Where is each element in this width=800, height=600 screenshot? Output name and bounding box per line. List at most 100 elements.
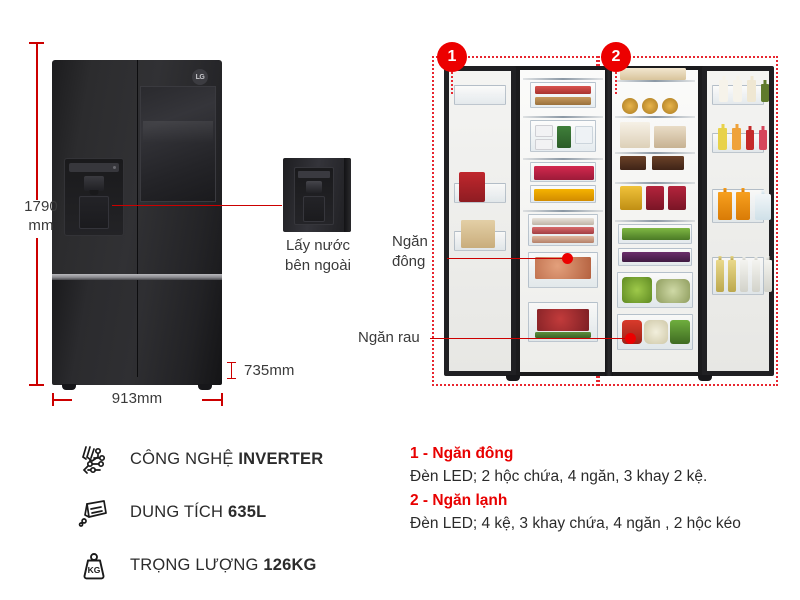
instaview-glass-panel bbox=[140, 86, 216, 202]
jar-jam-2 bbox=[668, 186, 686, 210]
vegetable-callout-dot bbox=[625, 333, 636, 344]
freezer-bin-berries bbox=[530, 162, 596, 182]
dispenser-nozzle bbox=[84, 176, 104, 191]
height-dimension-line-lower bbox=[36, 238, 38, 385]
freezer-bin-mango bbox=[530, 185, 596, 203]
spec-value-weight: 126KG bbox=[263, 556, 317, 574]
legend-body-1: Đèn LED; 2 hộc chứa, 4 ngăn, 3 khay 2 kệ… bbox=[410, 468, 708, 486]
dispenser-detail-tray bbox=[303, 196, 325, 222]
spec-row-inverter: CÔNG NGHỆ INVERTER bbox=[72, 437, 402, 482]
svg-text:KG: KG bbox=[88, 565, 101, 575]
freezer-bin-2 bbox=[530, 120, 596, 152]
wine-bottle-2 bbox=[728, 260, 736, 292]
fridge-shelf-1 bbox=[615, 80, 695, 82]
legend-heading-1: 1 - Ngăn đông bbox=[410, 445, 514, 462]
depth-dimension-marker bbox=[231, 362, 233, 379]
fridge-door-open bbox=[702, 66, 774, 376]
lower-door-seam bbox=[137, 280, 138, 377]
fridge-shelf-3 bbox=[615, 152, 695, 154]
steak bbox=[537, 309, 589, 331]
height-tick-bottom bbox=[29, 384, 44, 386]
fridge-door-bin-3 bbox=[712, 189, 771, 223]
center-divider-wall bbox=[605, 66, 613, 376]
meat-pack bbox=[535, 86, 591, 94]
freezer-drawer-2 bbox=[528, 302, 598, 342]
depth-cap-bottom bbox=[227, 378, 236, 380]
freezer-callout-label: Ngăn đông bbox=[392, 233, 428, 270]
spec-row-weight: KG TRỌNG LƯỢNG 126KG bbox=[72, 543, 402, 588]
vegetable-callout-label: Ngăn rau bbox=[358, 329, 420, 346]
frozen-box bbox=[575, 126, 593, 144]
capacity-box-icon bbox=[72, 493, 116, 533]
height-tick-top bbox=[29, 42, 44, 44]
freezer-door-bin-2 bbox=[454, 172, 506, 203]
meat-tray-1 bbox=[532, 218, 594, 225]
badge-1: 1 bbox=[437, 42, 467, 72]
open-refrigerator-image bbox=[444, 66, 774, 381]
apples bbox=[622, 277, 652, 303]
closed-refrigerator-image: LG bbox=[52, 60, 222, 390]
meat-tray-3 bbox=[532, 236, 594, 243]
raspberries bbox=[534, 166, 594, 180]
orange-juice-2 bbox=[736, 192, 750, 220]
spec-label-weight: TRỌNG LƯỢNG bbox=[130, 556, 264, 574]
weight-kg-icon: KG bbox=[72, 546, 116, 586]
pastry-2 bbox=[642, 98, 658, 114]
juice-bottle-1 bbox=[718, 128, 727, 150]
cauliflower bbox=[644, 320, 668, 344]
fridge-shelf-2 bbox=[615, 116, 695, 118]
spec-label-inverter: CÔNG NGHỆ bbox=[130, 450, 239, 468]
spec-text-weight: TRỌNG LƯỢNG 126KG bbox=[130, 556, 317, 575]
depth-dimension-label: 735mm bbox=[244, 362, 295, 379]
jar-jam-1 bbox=[646, 186, 664, 210]
width-tick-left bbox=[52, 393, 54, 406]
frozen-pack bbox=[461, 220, 495, 248]
dispenser-control-panel bbox=[69, 163, 119, 172]
freezer-bin-meats bbox=[528, 214, 598, 246]
water-bottle-1 bbox=[740, 260, 748, 292]
juice-bottle-2 bbox=[732, 128, 741, 150]
fridge-shelf-5 bbox=[615, 220, 695, 222]
dispenser-detail-nozzle bbox=[306, 181, 322, 193]
freezer-door-open bbox=[444, 66, 516, 376]
freezer-shelf-3 bbox=[523, 158, 603, 160]
fridge-shelf-4 bbox=[615, 182, 695, 184]
spec-text-inverter: CÔNG NGHỆ INVERTER bbox=[130, 450, 323, 469]
badge-2-stem bbox=[615, 72, 617, 94]
lettuce bbox=[670, 320, 690, 344]
cake-tray bbox=[620, 68, 686, 80]
legend-heading-2: 2 - Ngăn lạnh bbox=[410, 491, 508, 509]
green-beans bbox=[557, 126, 571, 148]
fridge-door-bin-4 bbox=[712, 257, 772, 295]
height-dimension-line-upper bbox=[36, 42, 38, 200]
milk-bottle-3 bbox=[747, 80, 756, 102]
width-dimension-label: 913mm bbox=[72, 390, 202, 409]
spec-row-capacity: DUNG TÍCH 635L bbox=[72, 490, 402, 535]
sauce-bottle bbox=[761, 84, 769, 102]
pastry-1 bbox=[622, 98, 638, 114]
yogurt-cup-1 bbox=[535, 125, 553, 137]
mango-slices bbox=[534, 189, 594, 201]
freezer-bin-1 bbox=[530, 82, 596, 108]
crisper-drawer-1 bbox=[617, 272, 693, 308]
fridge-door-bin-2 bbox=[712, 128, 767, 153]
upper-doors: LG bbox=[52, 60, 222, 274]
glass-sheen bbox=[143, 121, 213, 143]
pastry-3 bbox=[662, 98, 678, 114]
dispenser-detail-panel bbox=[298, 171, 330, 178]
fridge-door-bin-1 bbox=[712, 80, 769, 105]
ham-roast bbox=[535, 257, 591, 279]
water-dispenser bbox=[64, 158, 124, 236]
mid-chrome-trim bbox=[52, 274, 222, 280]
inverter-circuit-icon bbox=[72, 440, 116, 480]
jar-honey bbox=[620, 186, 642, 210]
dispenser-callout-caption: Lấy nước bên ngoài bbox=[285, 237, 351, 274]
dispenser-detail-image bbox=[283, 158, 351, 232]
compartment-legend: 1 - Ngăn đông Đèn LED; 2 hộc chứa, 4 ngă… bbox=[410, 442, 770, 535]
foot-left bbox=[62, 384, 76, 390]
depth-cap-top bbox=[227, 362, 236, 364]
badge-1-stem bbox=[451, 72, 453, 94]
spec-label-capacity: DUNG TÍCH bbox=[130, 503, 228, 521]
juice-bottle-4 bbox=[759, 130, 767, 150]
